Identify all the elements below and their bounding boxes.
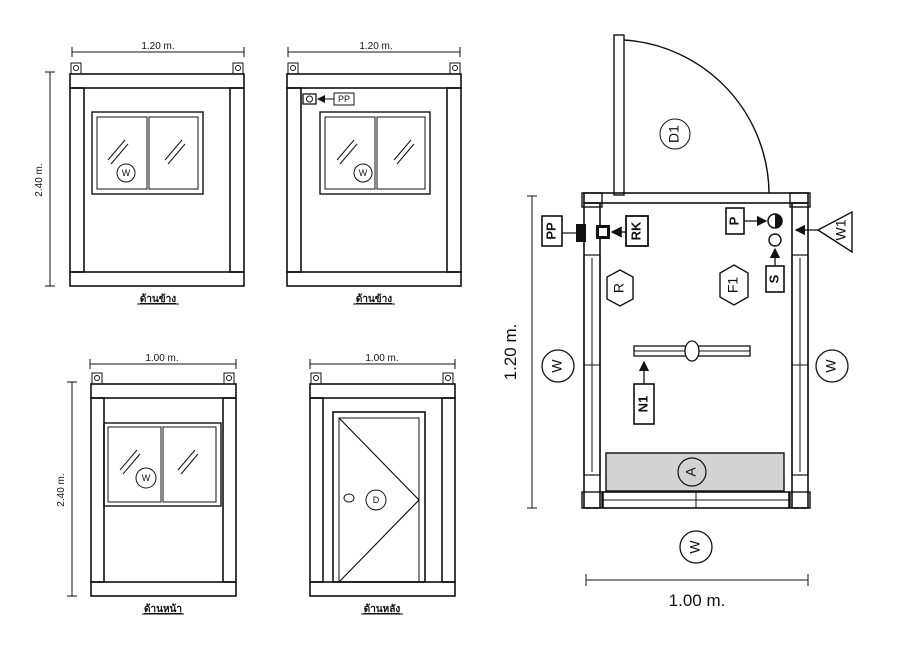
plan-height-label: 1.20 m. xyxy=(501,324,520,381)
router-tag: R xyxy=(611,283,627,293)
switch-tag: S xyxy=(766,274,781,283)
width-label: 1.20 m. xyxy=(359,41,392,52)
door-arc xyxy=(623,39,770,194)
caption: ด้านหลัง xyxy=(364,603,401,615)
caption: ด้านหน้า xyxy=(144,603,182,615)
window-tag: W xyxy=(359,168,368,178)
height-label: 2.40 m. xyxy=(56,473,67,506)
window-tag-left: W xyxy=(541,349,575,383)
plug-tag: PP xyxy=(338,94,350,104)
door-handle xyxy=(343,493,355,503)
door: D xyxy=(332,411,426,583)
window-tag: W xyxy=(142,473,151,483)
window-right-tag-text: W xyxy=(823,359,839,373)
right-post xyxy=(229,87,245,273)
floor-marker: F1 xyxy=(719,264,749,306)
elevation-back: 1.00 m. D ด้านหลัง xyxy=(309,353,456,615)
light-marker: W1 xyxy=(794,210,853,254)
panel-tag: P xyxy=(726,216,741,225)
aircon-tag: A xyxy=(683,467,699,477)
panel-marker: P xyxy=(725,207,783,235)
top-wall xyxy=(583,192,809,204)
floor-plan: 1.20 m. 1.00 m. D1 xyxy=(501,34,853,610)
left-post xyxy=(69,87,85,273)
switch-icon xyxy=(768,233,782,247)
window: W xyxy=(319,111,431,195)
window-tag-right: W xyxy=(815,349,849,383)
fluorescent-tag: N1 xyxy=(635,396,650,413)
router-marker: R xyxy=(606,269,634,307)
window-left-tag-text: W xyxy=(549,359,565,373)
width-label: 1.20 m. xyxy=(141,41,174,52)
window-bottom-tag-text: W xyxy=(687,540,703,554)
aircon-unit: A xyxy=(605,452,785,492)
door-tag: D xyxy=(373,495,380,505)
bottom-beam xyxy=(69,271,245,287)
fluorescent-lamp: N1 xyxy=(633,340,751,425)
window: W xyxy=(91,111,204,195)
width-label: 1.00 m. xyxy=(365,353,398,364)
power-plug-marker: PP xyxy=(302,92,355,106)
switch-marker: S xyxy=(765,233,785,293)
plug-icon xyxy=(302,93,317,105)
door-tag: D1 xyxy=(666,125,682,143)
height-label: 2.40 m. xyxy=(34,163,45,196)
rack-marker: RK xyxy=(596,215,649,247)
elevation-front: 1.00 m. 2.40 m. W ด้านหน้า xyxy=(56,353,237,615)
outlet-marker: PP xyxy=(541,215,586,247)
plan-width-label: 1.00 m. xyxy=(669,591,726,610)
caption: ด้านข้าง xyxy=(140,293,176,305)
window-tag-bottom: W xyxy=(679,530,713,564)
light-icon xyxy=(816,210,853,254)
elevation-side-left: 1.20 m. 2.40 m. W ด้านข้าง xyxy=(34,41,245,305)
top-beam xyxy=(69,73,245,89)
window: W xyxy=(103,422,222,507)
door-swing: D1 xyxy=(613,34,770,196)
rack-tag: RK xyxy=(628,221,643,240)
window-tag-circle xyxy=(116,163,136,183)
router-icon xyxy=(606,269,634,307)
caption: ด้านข้าง xyxy=(356,293,392,305)
outlet-tag: PP xyxy=(543,222,558,240)
width-label: 1.00 m. xyxy=(145,353,178,364)
door-leaf xyxy=(613,34,625,196)
elevation-side-right: 1.20 m. PP W ด้านข้าง xyxy=(286,41,462,305)
floor-icon xyxy=(719,264,749,306)
light-tag: W1 xyxy=(833,219,849,240)
floor-tag: F1 xyxy=(725,277,741,294)
outlet-icon xyxy=(576,224,586,242)
window-tag: W xyxy=(122,168,131,178)
